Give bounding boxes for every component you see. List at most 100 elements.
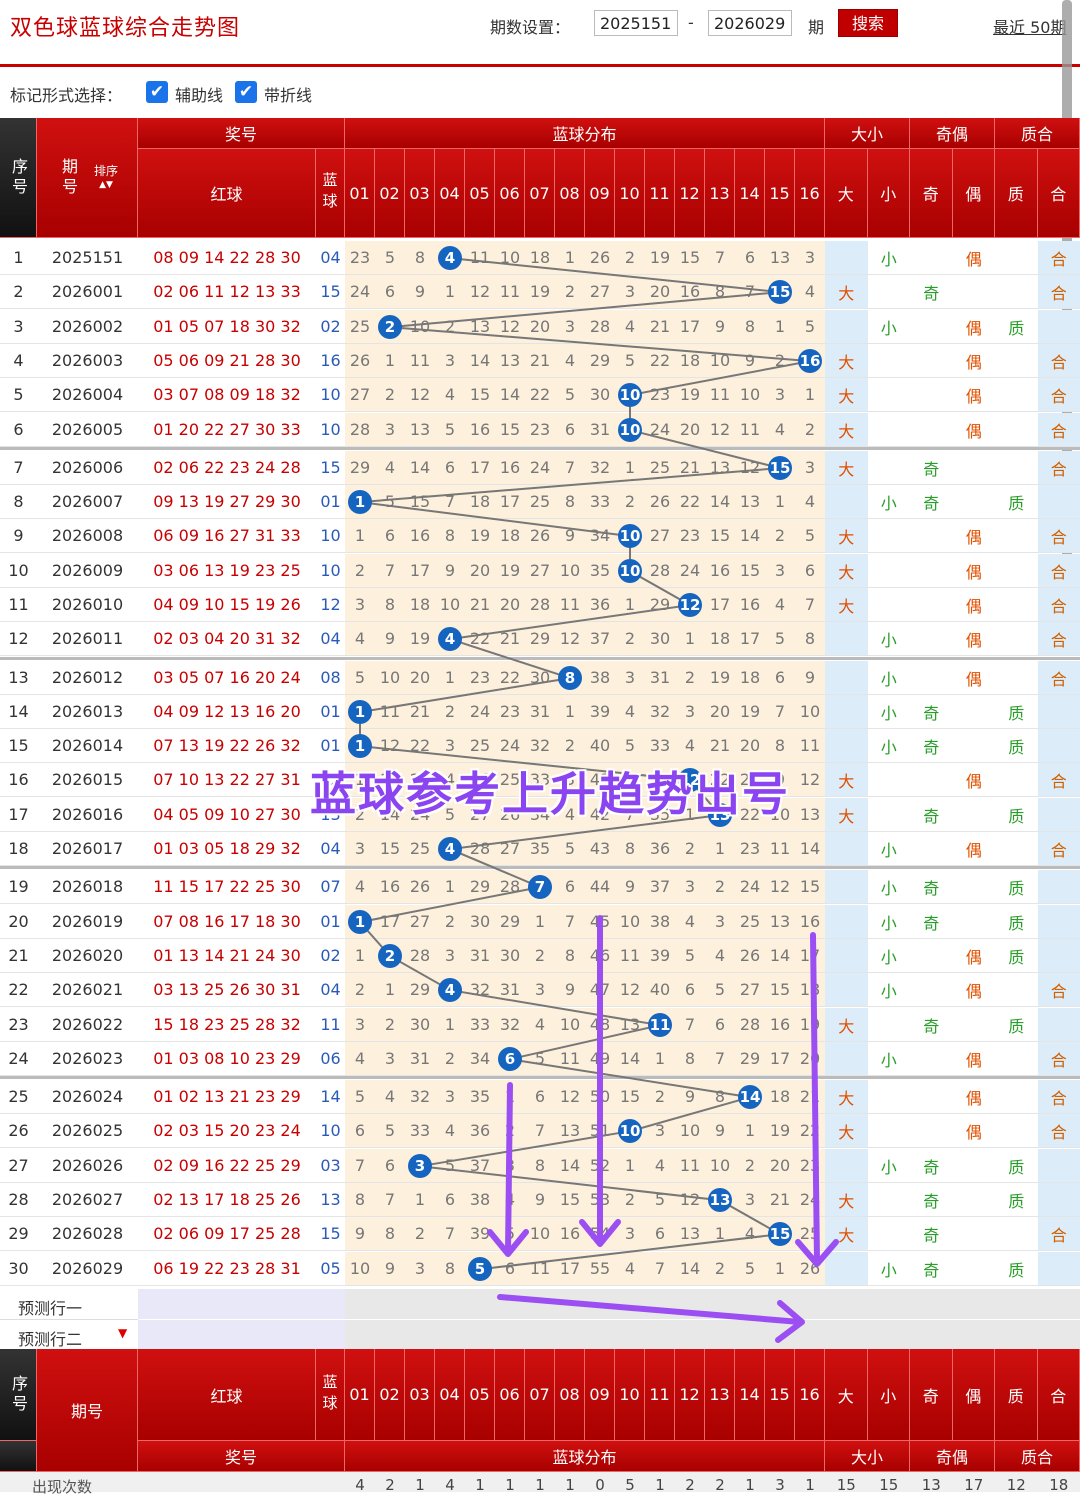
miss-count: 11	[380, 702, 400, 721]
group-divider	[0, 657, 1080, 660]
miss-count: 24	[740, 877, 760, 896]
aux-line-checkbox[interactable]: ✔	[146, 81, 168, 103]
miss-count: 11	[410, 351, 430, 370]
row-period: 2026015	[37, 763, 138, 797]
miss-count: 1	[445, 282, 455, 301]
miss-count: 8	[625, 839, 635, 858]
miss-count: 27	[530, 561, 550, 580]
period-from-input[interactable]: 2025151	[594, 10, 678, 36]
miss-count: 3	[355, 595, 365, 614]
dist-cell: 17	[675, 310, 705, 344]
dropdown-arrow-icon[interactable]: ▼	[118, 1326, 127, 1340]
dist-cell: 3	[675, 695, 705, 729]
miss-count: 16	[740, 595, 760, 614]
row-period: 2026021	[37, 973, 138, 1007]
dist-cell: 6	[735, 241, 765, 275]
dist-cell: 24	[645, 413, 675, 447]
header-num-16: 16	[795, 149, 825, 238]
prediction-row[interactable]: 预测行二▼	[0, 1320, 1080, 1350]
miss-count: 26	[530, 526, 550, 545]
miss-count: 2	[625, 248, 635, 267]
miss-count: 2	[415, 1224, 425, 1243]
blue-ball-hit: 10	[618, 418, 642, 442]
row-blue-ball: 10	[316, 519, 345, 553]
dist-cell: 8	[555, 485, 585, 519]
dist-cell: 2	[345, 554, 375, 588]
attr-big: 大	[825, 344, 868, 378]
dist-cell: 17	[375, 905, 405, 939]
miss-count: 18	[680, 351, 700, 370]
attr-small: 小	[868, 1149, 911, 1183]
row-period: 2026019	[37, 905, 138, 939]
row-seq: 13	[0, 661, 37, 695]
dist-cell: 6	[495, 1042, 525, 1076]
attr-big	[825, 905, 868, 939]
dist-cell: 26	[405, 870, 435, 904]
miss-count: 20	[650, 282, 670, 301]
dist-cell: 22	[645, 344, 675, 378]
miss-count: 35	[590, 561, 610, 580]
header-period: 期号排序▲▼	[37, 118, 138, 238]
miss-count: 1	[445, 668, 455, 687]
attr-prime	[995, 378, 1038, 412]
miss-count: 32	[410, 1087, 430, 1106]
attr-big	[825, 622, 868, 656]
sort-button[interactable]: 排序▲▼	[94, 164, 118, 192]
miss-count: 13	[710, 458, 730, 477]
header-prize: 奖号	[138, 118, 345, 149]
dist-cell: 2	[435, 905, 465, 939]
fold-line-checkbox[interactable]: ✔	[235, 81, 257, 103]
footer-period: 期号	[37, 1349, 138, 1472]
row-period: 2026004	[37, 378, 138, 412]
period-to-input[interactable]: 2026029	[708, 10, 792, 36]
miss-count: 8	[775, 736, 785, 755]
miss-count: 13	[470, 317, 490, 336]
miss-count: 3	[805, 458, 815, 477]
miss-count: 18	[740, 668, 760, 687]
stats-value: 1	[555, 1476, 585, 1494]
attr-comp: 合	[1038, 588, 1080, 622]
row-period: 2026003	[37, 344, 138, 378]
attr-odd: 奇	[910, 870, 953, 904]
dist-cell: 9	[615, 870, 645, 904]
miss-count: 2	[715, 877, 725, 896]
dist-cell: 17	[765, 1042, 795, 1076]
recent-periods-link[interactable]: 最近 50期	[993, 14, 1066, 38]
dist-cell: 29	[405, 973, 435, 1007]
row-red-balls: 05 06 09 21 28 30	[138, 344, 316, 378]
dist-cell: 8	[345, 1183, 375, 1217]
attr-prime: 质	[995, 905, 1038, 939]
miss-count: 19	[740, 702, 760, 721]
group-divider	[0, 1076, 1080, 1079]
footer-attr-2: 奇	[910, 1349, 953, 1441]
header-num-08: 08	[555, 149, 585, 238]
row-blue-ball: 04	[316, 241, 345, 275]
miss-count: 31	[650, 668, 670, 687]
miss-count: 14	[710, 492, 730, 511]
attr-small: 小	[868, 1042, 911, 1076]
dist-cell: 9	[405, 275, 435, 309]
miss-count: 22	[530, 385, 550, 404]
row-seq: 27	[0, 1149, 37, 1183]
attr-small	[868, 763, 911, 797]
miss-count: 11	[560, 595, 580, 614]
dist-cell: 37	[465, 1149, 495, 1183]
search-button[interactable]: 搜索	[838, 9, 898, 37]
miss-count: 4	[625, 702, 635, 721]
row-blue-ball: 10	[316, 413, 345, 447]
miss-count: 29	[650, 595, 670, 614]
attr-even: 偶	[953, 1080, 996, 1114]
miss-count: 20	[740, 736, 760, 755]
miss-count: 37	[590, 629, 610, 648]
miss-count: 5	[355, 1087, 365, 1106]
header-num-03: 03	[405, 149, 435, 238]
dist-cell: 13	[555, 1114, 585, 1148]
dist-cell: 3	[795, 451, 825, 485]
row-red-balls: 02 06 22 23 24 28	[138, 451, 316, 485]
attr-big: 大	[825, 1080, 868, 1114]
row-blue-ball: 11	[316, 1008, 345, 1042]
dist-cell: 3	[675, 870, 705, 904]
header-seq: 序号	[0, 118, 37, 238]
dist-cell: 11	[555, 1042, 585, 1076]
prediction-row[interactable]: 预测行一	[0, 1289, 1080, 1319]
